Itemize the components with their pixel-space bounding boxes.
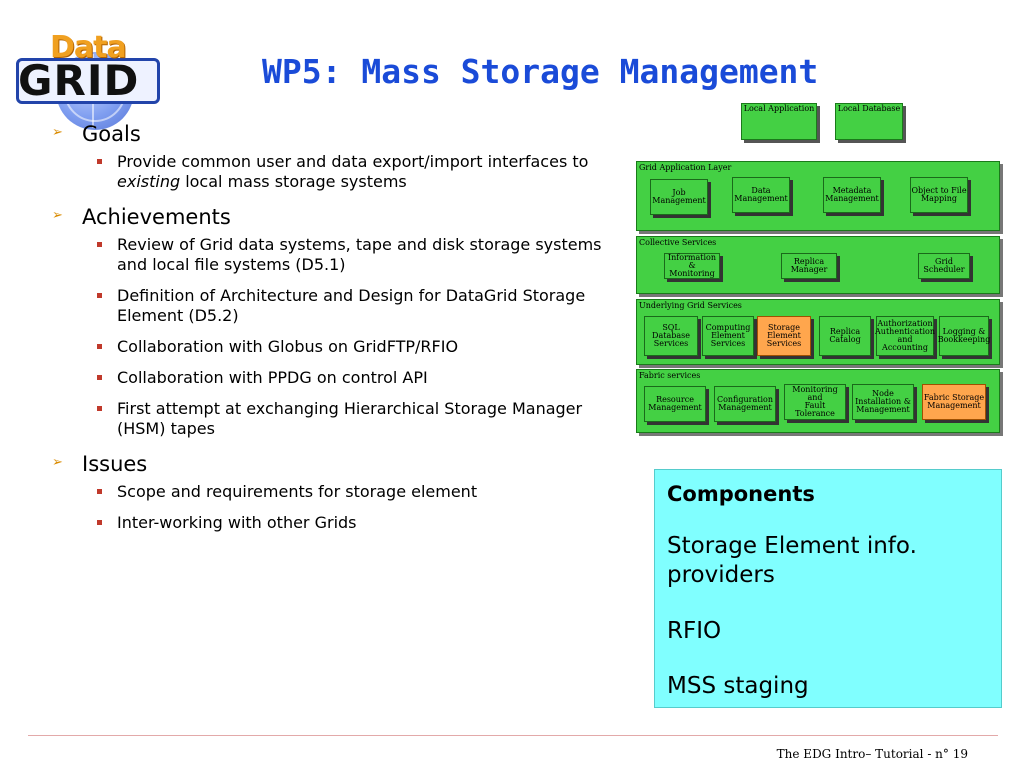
list-item: Collaboration with PPDG on control API — [52, 368, 612, 388]
square-bullet-icon — [97, 375, 102, 380]
achievements-list: Review of Grid data systems, tape and di… — [52, 235, 612, 439]
item-text: Scope and requirements for storage eleme… — [117, 482, 478, 501]
list-item: Collaboration with Globus on GridFTP/RFI… — [52, 337, 612, 357]
component-box: Data Management — [732, 177, 790, 213]
arrow-bullet-icon: ➢ — [52, 455, 63, 470]
datagrid-logo: Data GRID — [12, 30, 162, 130]
item-text: Inter-working with other Grids — [117, 513, 357, 532]
list-item: First attempt at exchanging Hierarchical… — [52, 399, 612, 439]
square-bullet-icon — [97, 344, 102, 349]
component-box: Metadata Management — [823, 177, 881, 213]
local-application-box: Local Application — [741, 103, 817, 140]
logo-top-word: Data — [50, 30, 127, 65]
layer-label: Underlying Grid Services — [639, 301, 742, 310]
component-box: Node Installation & Management — [852, 384, 914, 420]
component-box-highlighted: Storage Element Services — [757, 316, 811, 356]
components-box: Components Storage Element info. provide… — [654, 469, 1002, 708]
layer-label: Fabric services — [639, 371, 701, 380]
item-text: First attempt at exchanging Hierarchical… — [117, 399, 583, 438]
square-bullet-icon — [97, 159, 102, 164]
component-box: Monitoring and Fault Tolerance — [784, 384, 846, 420]
section-achievements: ➢ Achievements Review of Grid data syste… — [52, 203, 612, 439]
item-text-after: local mass storage systems — [180, 172, 407, 191]
issues-list: Scope and requirements for storage eleme… — [52, 482, 612, 533]
component-box: Grid Scheduler — [918, 253, 970, 279]
arrow-bullet-icon: ➢ — [52, 208, 63, 223]
component-box: Information & Monitoring — [664, 253, 720, 279]
square-bullet-icon — [97, 520, 102, 525]
list-item: Scope and requirements for storage eleme… — [52, 482, 612, 502]
item-text-emphasis: existing — [117, 172, 181, 191]
section-heading: Achievements — [82, 205, 231, 229]
section-issues: ➢ Issues Scope and requirements for stor… — [52, 450, 612, 533]
square-bullet-icon — [97, 293, 102, 298]
component-box: Replica Manager — [781, 253, 837, 279]
item-text: Collaboration with Globus on GridFTP/RFI… — [117, 337, 459, 356]
component-box: SQL Database Services — [644, 316, 698, 356]
item-text: Definition of Architecture and Design fo… — [117, 286, 586, 325]
list-item: Provide common user and data export/impo… — [52, 152, 612, 192]
square-bullet-icon — [97, 406, 102, 411]
section-goals: ➢ Goals Provide common user and data exp… — [52, 120, 612, 192]
layer-label: Grid Application Layer — [639, 163, 732, 172]
components-heading: Components — [667, 482, 815, 506]
component-box: Logging & Bookkeeping — [938, 316, 990, 356]
component-box-highlighted: Fabric Storage Management — [922, 384, 986, 420]
square-bullet-icon — [97, 489, 102, 494]
logo-bottom-word: GRID — [18, 56, 140, 105]
component-box: Replica Catalog — [819, 316, 871, 356]
list-item: Inter-working with other Grids — [52, 513, 612, 533]
components-item: Storage Element info. providers — [667, 533, 917, 588]
list-item: Definition of Architecture and Design fo… — [52, 286, 612, 326]
layer-label: Collective Services — [639, 238, 717, 247]
components-item: MSS staging — [667, 673, 809, 699]
local-database-box: Local Database — [835, 103, 903, 140]
component-box: Configuration Management — [714, 386, 776, 422]
box-label: Local Application — [743, 104, 815, 113]
component-box: Object to File Mapping — [910, 177, 968, 213]
section-heading: Goals — [82, 122, 141, 146]
slide-title: WP5: Mass Storage Management — [262, 52, 819, 91]
footer-divider — [28, 735, 998, 736]
components-item: RFIO — [667, 618, 722, 644]
item-text: Collaboration with PPDG on control API — [117, 368, 428, 387]
goals-list: Provide common user and data export/impo… — [52, 152, 612, 192]
logo-grid-frame — [16, 58, 160, 104]
arrow-bullet-icon: ➢ — [52, 125, 63, 140]
list-item: Review of Grid data systems, tape and di… — [52, 235, 612, 275]
component-box: Job Management — [650, 179, 708, 215]
section-heading: Issues — [82, 452, 148, 476]
component-box: Authorization Authentication and Account… — [875, 316, 935, 356]
footer-text: The EDG Intro– Tutorial - n° 19 — [776, 747, 968, 761]
item-text: Review of Grid data systems, tape and di… — [117, 235, 602, 274]
item-text-before: Provide common user and data export/impo… — [117, 152, 589, 171]
component-box: Computing Element Services — [702, 316, 754, 356]
box-label: Local Database — [837, 104, 901, 113]
bullet-content: ➢ Goals Provide common user and data exp… — [52, 120, 612, 544]
component-box: Resource Management — [644, 386, 706, 422]
square-bullet-icon — [97, 242, 102, 247]
